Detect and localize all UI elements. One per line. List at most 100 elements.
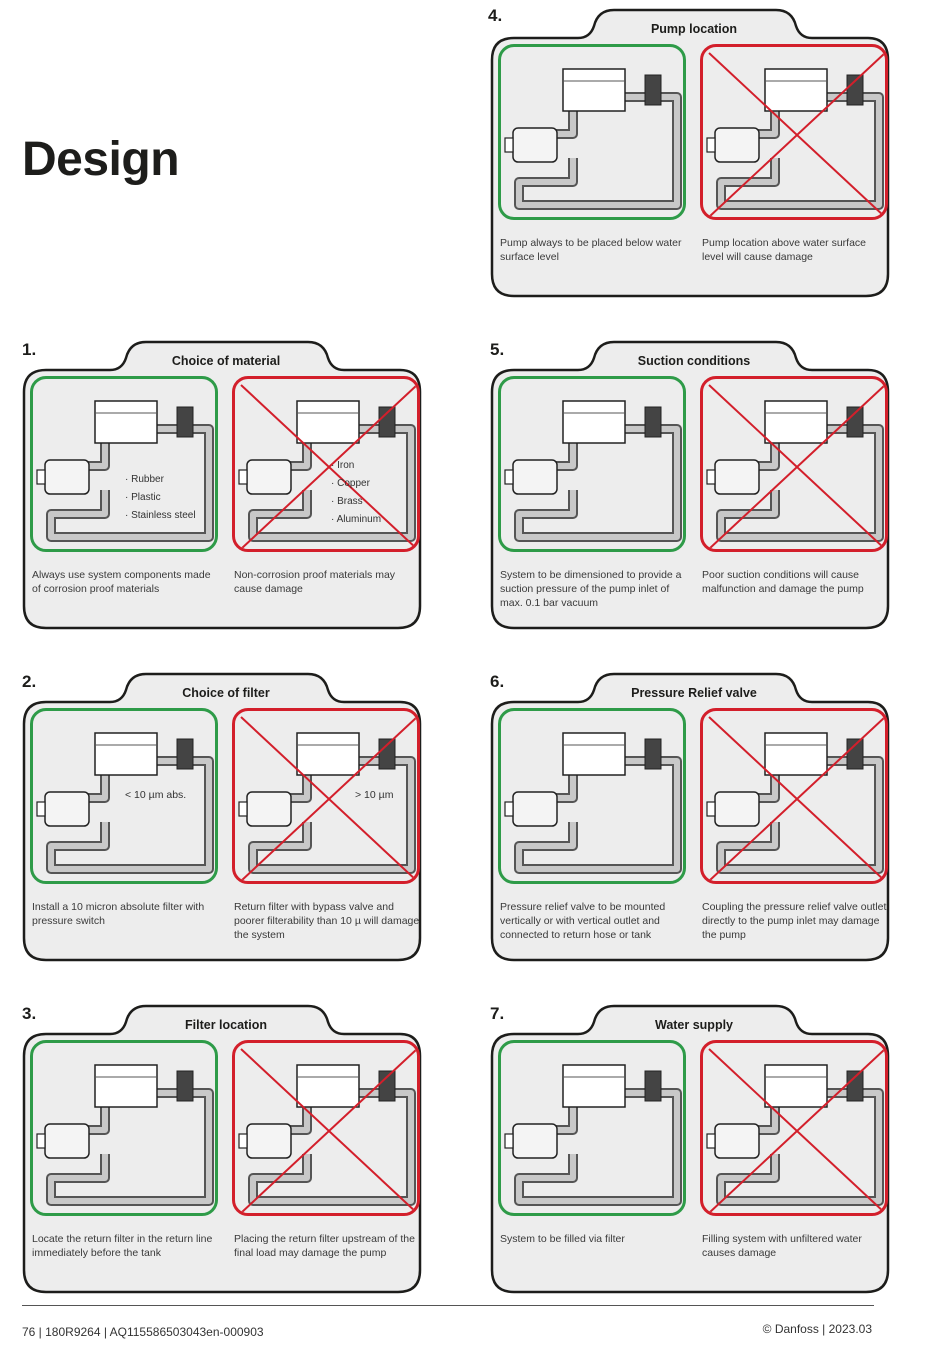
filter <box>846 738 864 770</box>
good-caption: Pump always to be placed below water sur… <box>500 237 682 263</box>
section-pump-location: 4. Pump location Pump always to be place… <box>488 6 890 298</box>
tank <box>764 1064 828 1108</box>
section-number: 2. <box>22 672 37 691</box>
pump-shaft <box>504 137 514 153</box>
pump-shaft <box>36 1133 46 1149</box>
bypass-filter-diagram <box>238 716 417 881</box>
footer-copyright: © Danfoss | 2023.03 <box>762 1322 872 1336</box>
pump-shaft <box>706 801 716 817</box>
good-example-panel: < 10 µm abs. <box>30 708 218 884</box>
filter <box>378 1070 396 1102</box>
tank <box>562 68 626 112</box>
bad-caption: Placing the return filter upstream of th… <box>234 1233 415 1259</box>
pump-shaft <box>504 801 514 817</box>
cross-line <box>240 1048 417 1213</box>
fill-via-filter-diagram <box>504 1064 682 1206</box>
material-item: Copper <box>331 475 381 493</box>
section-number: 6. <box>490 672 505 691</box>
return-pipe-inner <box>516 426 680 540</box>
material-item: Stainless steel <box>125 507 195 525</box>
bad-caption: Non-corrosion proof materials may cause … <box>234 569 396 595</box>
return-pipe-inner <box>48 1090 212 1204</box>
pump-body <box>714 127 760 163</box>
pump-body <box>512 127 558 163</box>
section-water-supply: 7. Water supply System to be filled via … <box>490 1004 890 1294</box>
bad-caption: Filling system with unfiltered water cau… <box>702 1233 862 1259</box>
bad-caption: Pump location above water surface level … <box>702 237 867 263</box>
filter <box>644 406 662 438</box>
footer-document-id: 76 | 180R9264 | AQ115586503043en-000903 <box>22 1325 264 1339</box>
pump-shaft <box>238 469 248 485</box>
filter <box>846 74 864 106</box>
bad-example-panel: Iron Copper Brass Aluminum <box>232 376 420 552</box>
pump-shaft <box>238 1133 248 1149</box>
cross-line <box>708 384 885 549</box>
tank <box>764 68 828 112</box>
good-caption: System to be filled via filter <box>500 1233 625 1245</box>
return-pipe-inner <box>48 426 212 540</box>
bad-example-panel <box>700 44 888 220</box>
pump-shaft <box>36 801 46 817</box>
pump-body <box>246 459 292 495</box>
filter <box>378 738 396 770</box>
filter <box>644 74 662 106</box>
tank <box>562 1064 626 1108</box>
tank <box>94 732 158 776</box>
pump-shaft <box>706 1133 716 1149</box>
tank <box>764 400 828 444</box>
corrosion-proof-diagram <box>36 400 214 542</box>
pump-body <box>714 791 760 827</box>
section-number: 4. <box>488 6 503 25</box>
pump-shaft <box>504 469 514 485</box>
pump-body <box>512 791 558 827</box>
tank <box>94 1064 158 1108</box>
page-title: Design <box>22 133 180 186</box>
section-pressure-relief-valve: 6. Pressure Relief valve Pressure relief… <box>490 672 890 962</box>
tank <box>296 1064 360 1108</box>
good-example-panel <box>498 376 686 552</box>
section-number: 1. <box>22 340 37 359</box>
poor-suction-diagram <box>706 384 885 549</box>
cross-line <box>240 384 417 549</box>
material-item: Iron <box>331 457 381 475</box>
coupled-relief-valve-diagram <box>706 716 885 881</box>
absolute-filter-diagram <box>36 732 214 874</box>
tank <box>562 732 626 776</box>
bad-caption: Return filter with bypass valve and poor… <box>234 901 420 941</box>
section-title: Suction conditions <box>637 354 751 368</box>
return-pipe-inner <box>516 1090 680 1204</box>
cross-line <box>708 1048 885 1213</box>
bad-example-panel <box>700 708 888 884</box>
cross-line <box>708 716 885 881</box>
good-caption: Pressure relief valve to be mounted vert… <box>500 901 666 941</box>
section-title: Choice of material <box>171 354 281 368</box>
vertical-relief-valve-diagram <box>504 732 682 874</box>
return-pipe-inner <box>48 758 212 872</box>
good-example-panel <box>498 708 686 884</box>
section-filter-location: 3. Filter location Locate the return fil… <box>22 1004 422 1294</box>
pump-shaft <box>238 801 248 817</box>
bad-example-panel: > 10 µm <box>232 708 420 884</box>
pump-body <box>44 1123 90 1159</box>
pump-below-water-diagram <box>504 68 682 210</box>
tank <box>764 732 828 776</box>
bad-caption: Poor suction conditions will cause malfu… <box>702 569 864 595</box>
filter <box>644 738 662 770</box>
return-filter-before-tank-diagram <box>36 1064 214 1206</box>
section-number: 5. <box>490 340 505 359</box>
section-title: Choice of filter <box>182 686 270 700</box>
section-title: Filter location <box>185 1018 267 1032</box>
filter <box>846 406 864 438</box>
bad-caption: Coupling the pressure relief valve outle… <box>702 901 887 941</box>
section-title: Pressure Relief valve <box>631 686 757 700</box>
filter <box>176 1070 194 1102</box>
material-item: Aluminum <box>331 511 381 529</box>
good-filter-label: < 10 µm abs. <box>125 789 187 801</box>
section-choice-of-filter: 2. Choice of filter < 10 µm abs. > 10 µm… <box>22 672 422 962</box>
pump-body <box>714 1123 760 1159</box>
pump-body <box>44 459 90 495</box>
section-number: 3. <box>22 1004 37 1023</box>
good-suction-diagram <box>504 400 682 542</box>
section-title: Water supply <box>654 1018 734 1032</box>
filter <box>644 1070 662 1102</box>
